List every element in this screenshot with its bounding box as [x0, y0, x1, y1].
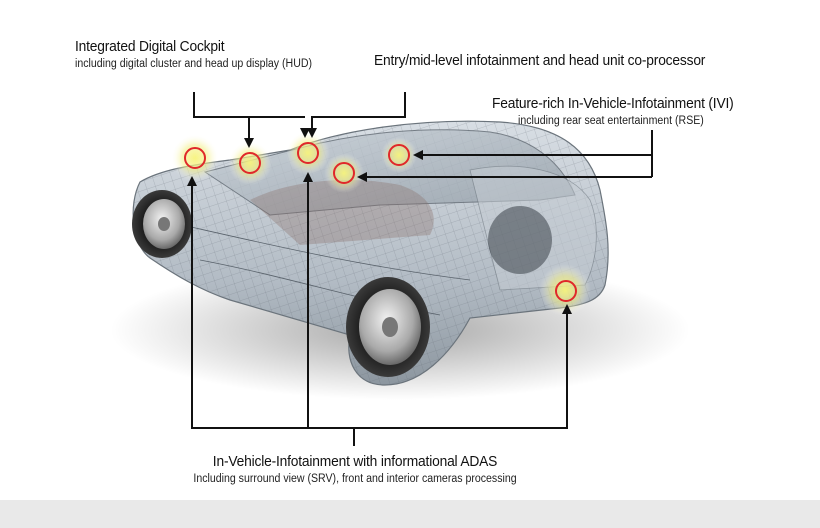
callout-ivi-subtitle: including rear seat entertainment (RSE) — [518, 115, 704, 127]
arrow-cockpit-2 — [300, 128, 310, 138]
entry-connector — [311, 92, 406, 132]
callout-adas-title: In-Vehicle-Infotainment with information… — [212, 453, 498, 470]
callout-adas: In-Vehicle-Infotainment with information… — [160, 453, 550, 485]
callout-entry-title: Entry/mid-level infotainment and head un… — [374, 52, 706, 69]
bottom-strip — [0, 500, 820, 528]
callout-ivi-title: Feature-rich In-Vehicle-Infotainment (IV… — [492, 95, 734, 112]
connector-lines — [191, 92, 653, 446]
arrowheads — [187, 128, 572, 314]
rear-wheel-arch — [488, 206, 552, 274]
arrow-adas-2 — [303, 172, 313, 182]
arrow-ivi-2 — [357, 172, 367, 182]
marker-ring — [184, 147, 206, 169]
callout-cockpit: Integrated Digital Cockpit including dig… — [75, 38, 333, 70]
front-wheel — [132, 190, 192, 258]
rear-wheel — [346, 277, 430, 377]
marker-ring — [239, 152, 261, 174]
adas-connector — [191, 182, 568, 429]
callout-adas-subtitle: Including surround view (SRV), front and… — [193, 473, 517, 485]
callout-cockpit-subtitle: including digital cluster and head up di… — [75, 58, 313, 70]
marker-glows — [171, 131, 591, 316]
body-line — [159, 219, 471, 281]
callout-entry: Entry/mid-level infotainment and head un… — [374, 52, 734, 69]
marker-ring — [333, 162, 355, 184]
arrow-adas-1 — [187, 176, 197, 186]
marker-ring — [555, 280, 577, 302]
car-interior — [250, 180, 434, 245]
arrow-ivi-1 — [413, 150, 423, 160]
callout-ivi: Feature-rich In-Vehicle-Infotainment (IV… — [492, 95, 755, 127]
arrow-cockpit — [244, 138, 254, 148]
marker-ring — [388, 144, 410, 166]
cockpit-connector — [193, 92, 305, 118]
marker-rings — [184, 142, 577, 302]
arrow-entry — [307, 128, 317, 138]
arrow-adas-3 — [562, 304, 572, 314]
marker-ring — [297, 142, 319, 164]
callout-cockpit-title: Integrated Digital Cockpit — [75, 38, 225, 55]
